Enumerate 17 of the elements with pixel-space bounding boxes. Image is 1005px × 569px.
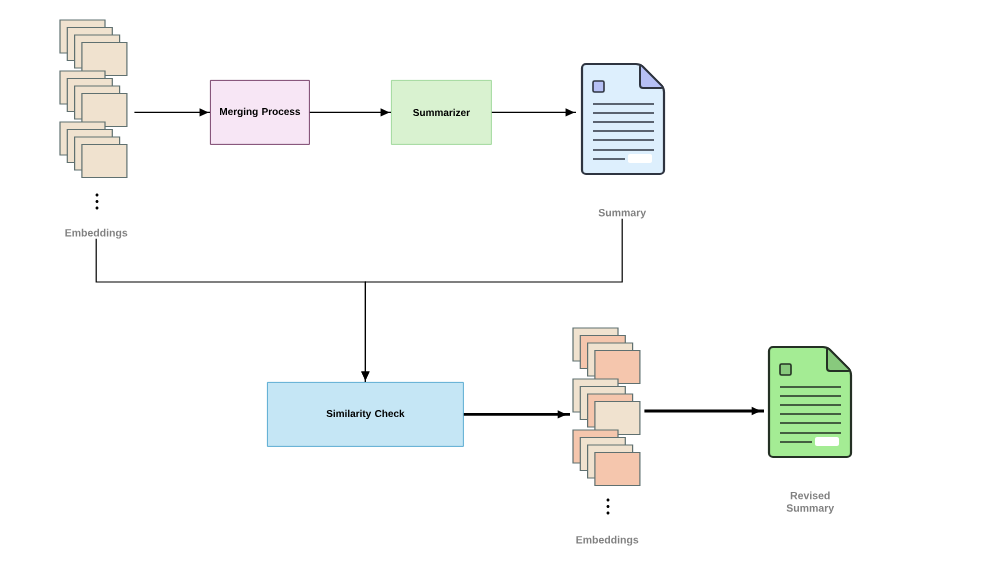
node-label: Embeddings [65, 228, 128, 239]
node-label: Summary [598, 208, 647, 219]
arrow [463, 410, 570, 419]
node-label: Embeddings [576, 535, 639, 546]
arrow [361, 218, 623, 383]
process-box: Merging Process [210, 80, 310, 145]
arrow [644, 406, 764, 416]
embedding-stack-drawing: Embeddings [59, 19, 128, 239]
node-label: Revised Summary [786, 491, 835, 514]
embedding-stack-drawing: Embeddings [572, 327, 641, 546]
arrow [133, 108, 211, 117]
arrow [491, 108, 577, 117]
document-drawing: Revised Summary [767, 345, 853, 514]
arrow [309, 108, 392, 117]
process-box: Similarity Check [267, 382, 464, 447]
document-drawing: Summary [580, 62, 666, 219]
process-box: Summarizer [391, 80, 492, 145]
